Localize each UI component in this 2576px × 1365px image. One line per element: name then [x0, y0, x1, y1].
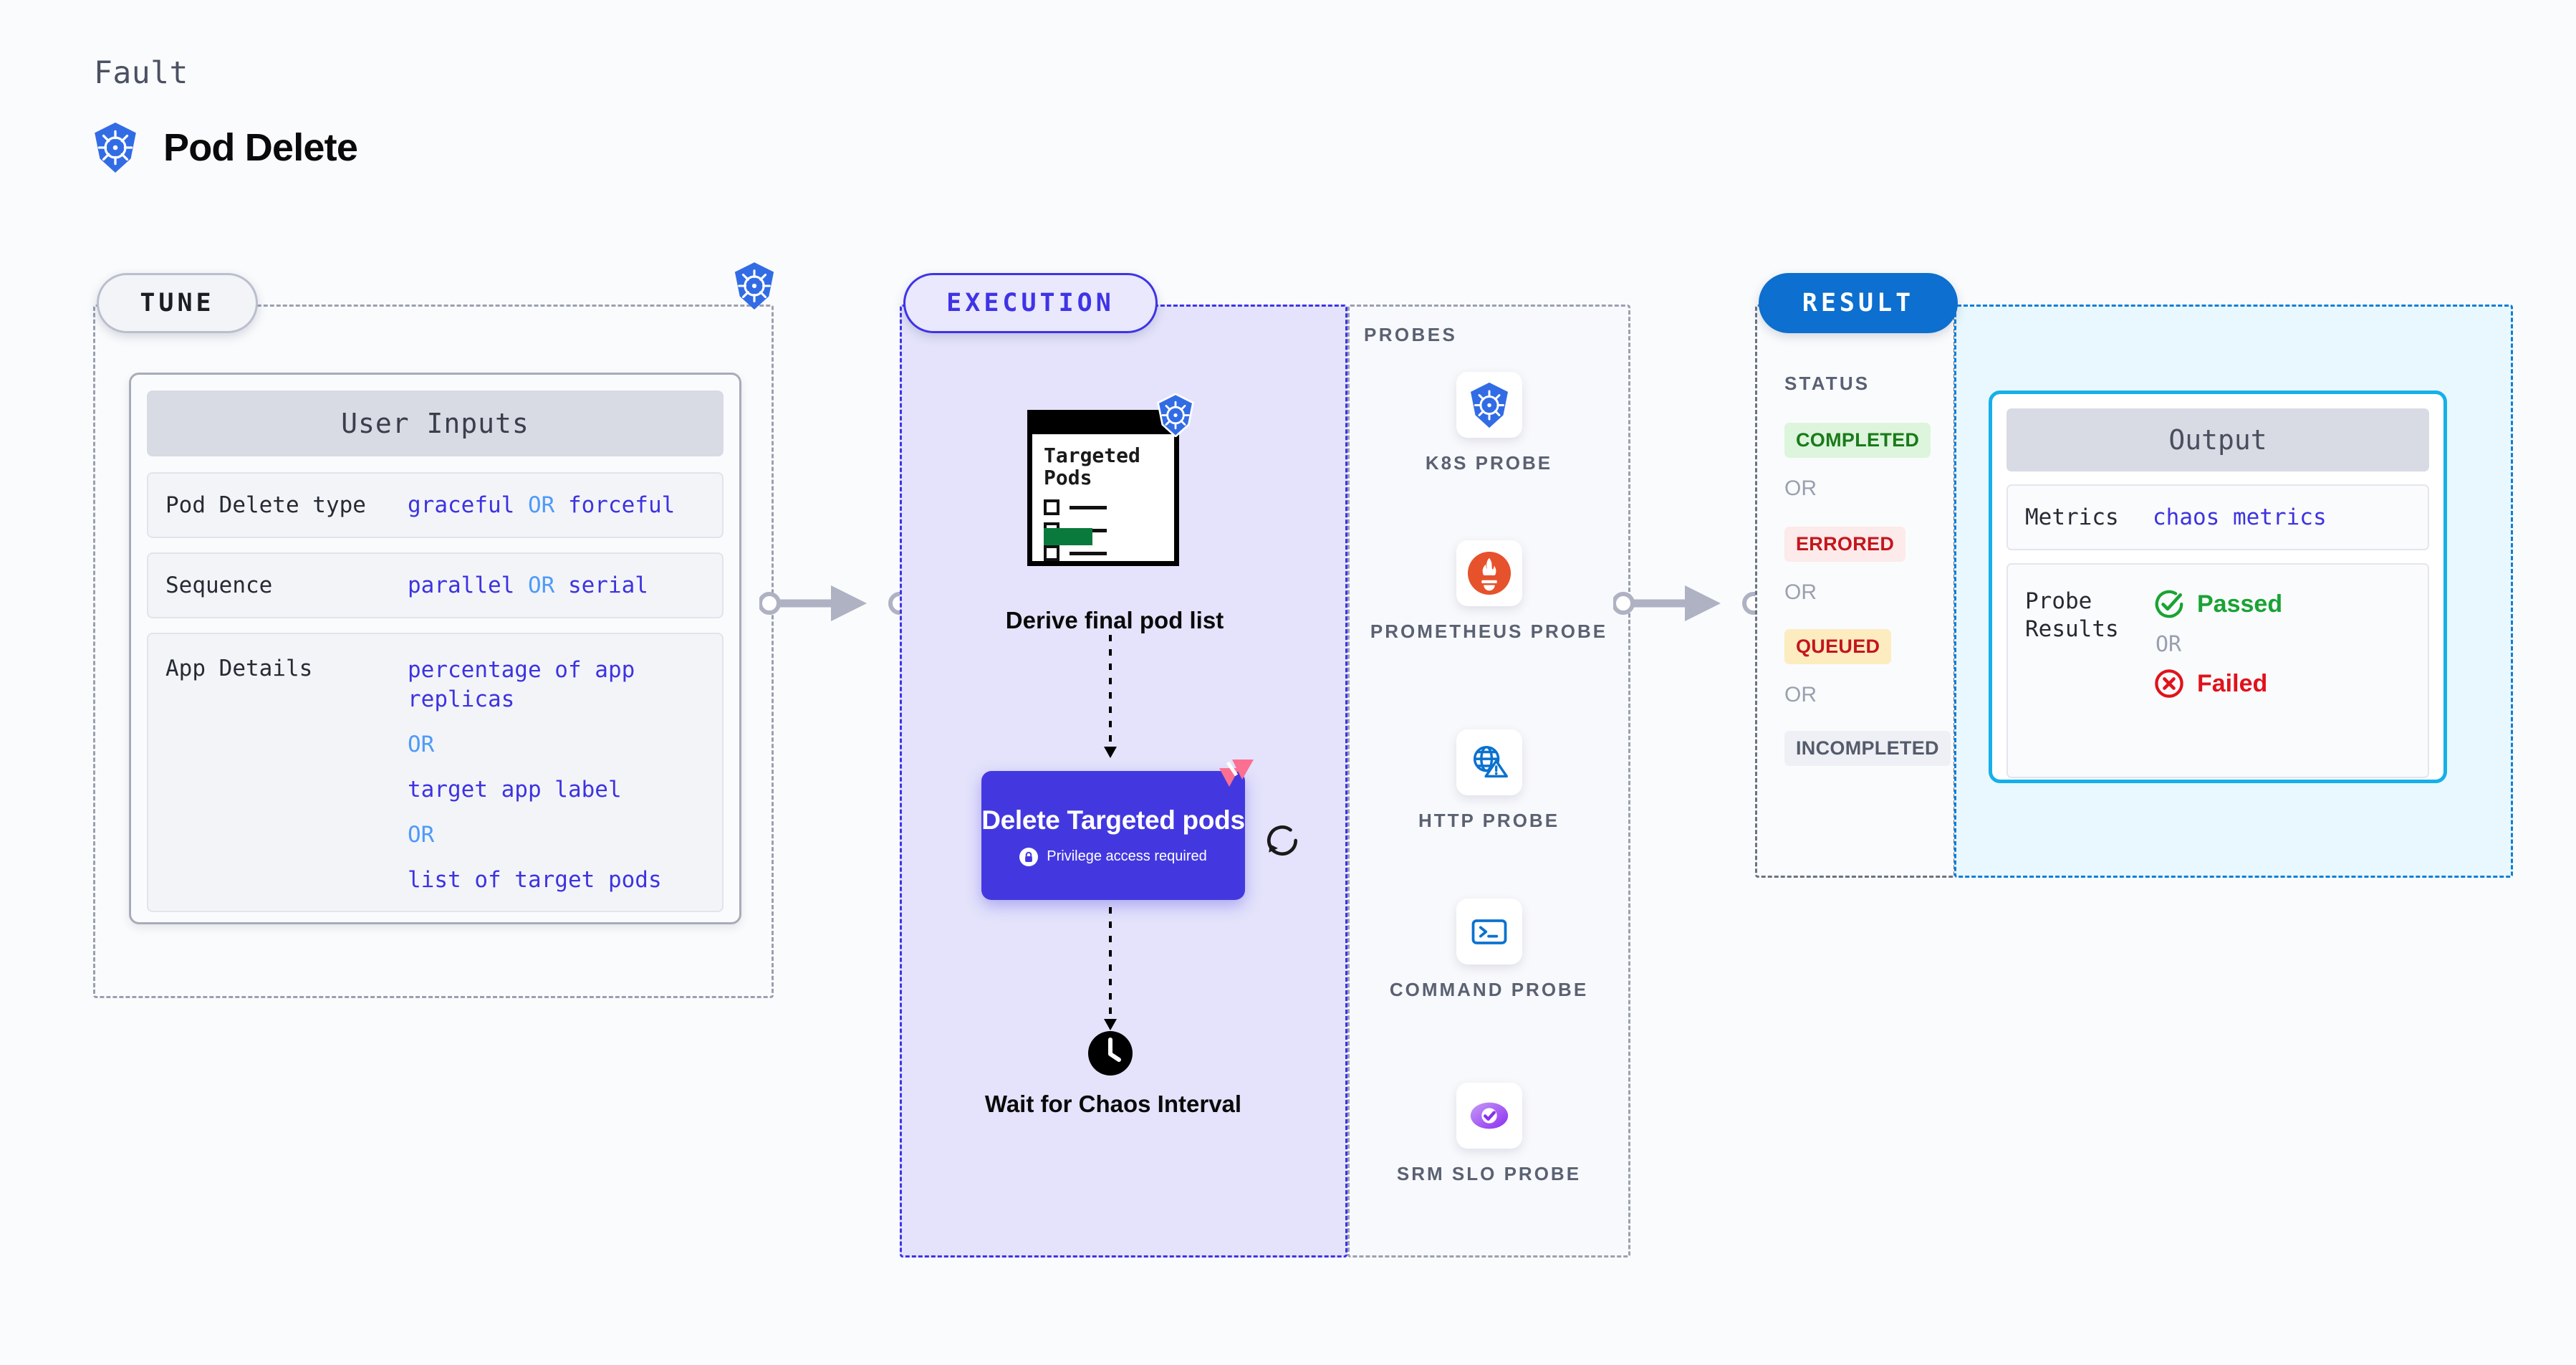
app-detail-option-3: list of target pods [408, 866, 662, 893]
targeted-pods-label: Targeted Pods [1044, 444, 1140, 489]
row-key: App Details [165, 656, 313, 681]
row-value: percentage of app replicas OR target app… [408, 656, 694, 894]
srm-slo-icon [1456, 1083, 1522, 1149]
fault-kicker: Fault [94, 55, 188, 91]
probe-item-command[interactable]: COMMAND PROBE [1347, 899, 1630, 1002]
result-pill[interactable]: RESULT [1759, 273, 1958, 333]
failed-label: Failed [2197, 669, 2268, 697]
connector-tune-to-execution [759, 585, 910, 621]
probe-result-or: OR [2156, 632, 2182, 657]
terminal-icon [1456, 899, 1522, 964]
table-row: Pod Delete type graceful OR forceful [147, 472, 724, 538]
progress-bar [1044, 528, 1092, 545]
user-inputs-card: User Inputs Pod Delete type graceful OR … [129, 373, 741, 924]
lock-icon [1019, 847, 1039, 866]
user-inputs-title: User Inputs [147, 391, 724, 456]
derive-pod-list-label: Derive final pod list [1005, 607, 1224, 633]
app-detail-option-2: target app label [408, 776, 622, 803]
row-key: Pod Delete type [165, 492, 366, 518]
row-key: Sequence [165, 573, 273, 598]
probe-results-values: Passed OR Failed [2153, 588, 2282, 700]
metrics-value: chaos metrics [2153, 504, 2327, 530]
status-badge-queued: QUEUED [1784, 629, 1892, 664]
check-circle-icon [2155, 590, 2183, 618]
row-value: graceful OR forceful [408, 492, 676, 518]
wait-chaos-interval-label: Wait for Chaos Interval [984, 1091, 1242, 1117]
delete-node-title: Delete Targeted pods [981, 805, 1245, 835]
probe-label: SRM SLO PROBE [1396, 1163, 1582, 1184]
app-detail-or-2: OR [408, 821, 435, 848]
retry-loop-icon[interactable] [1262, 820, 1302, 861]
status-or-2: OR [1784, 580, 1817, 604]
status-badge-completed: COMPLETED [1784, 423, 1931, 458]
delete-targeted-pods-node[interactable]: Delete Targeted pods Privilege access re… [981, 760, 1254, 900]
status-or-1: OR [1784, 476, 1817, 500]
tune-pill[interactable]: TUNE [97, 273, 258, 333]
probe-item-prometheus[interactable]: PROMETHEUS PROBE [1347, 540, 1630, 644]
prometheus-icon [1456, 540, 1522, 606]
metrics-key: Metrics [2025, 504, 2119, 530]
probe-label: COMMAND PROBE [1389, 979, 1589, 1000]
x-circle-icon [2155, 669, 2183, 698]
globe-warning-icon [1456, 729, 1522, 795]
probe-result-passed: Passed [2153, 588, 2282, 621]
tune-kubernetes-badge-icon [732, 262, 777, 314]
execution-pill[interactable]: EXECUTION [903, 273, 1158, 333]
result-panel-border [1755, 305, 1956, 878]
metrics-row: Metrics chaos metrics [2007, 484, 2429, 550]
derive-pod-list-node[interactable]: Targeted Pods [1027, 393, 1194, 566]
privilege-note-text: Privilege access required [1047, 848, 1207, 865]
kubernetes-icon [1155, 393, 1196, 441]
output-card-title: Output [2007, 408, 2429, 471]
table-row: Sequence parallel OR serial [147, 552, 724, 618]
kubernetes-icon [92, 122, 139, 173]
kubernetes-icon [1456, 372, 1522, 438]
page-title: Pod Delete [163, 126, 358, 169]
app-detail-option-1: percentage of app replicas [408, 657, 635, 712]
status-or-3: OR [1784, 683, 1817, 707]
privilege-note: Privilege access required [1019, 847, 1207, 866]
flow-arrow-1 [1104, 635, 1117, 758]
status-badge-errored: ERRORED [1784, 527, 1906, 562]
row-value: parallel OR serial [408, 573, 648, 598]
result-panel: RESULT [1755, 273, 1958, 878]
probes-section-label: PROBES [1364, 324, 1458, 345]
probe-item-k8s[interactable]: K8S PROBE [1347, 372, 1630, 476]
probe-item-http[interactable]: HTTP PROBE [1347, 729, 1630, 833]
probe-result-failed: Failed [2153, 667, 2282, 700]
flow-arrow-2 [1104, 907, 1117, 1030]
document-titlebar [1027, 410, 1179, 434]
checklist-item [1044, 499, 1107, 515]
connector-execution-to-result [1613, 585, 1764, 621]
app-details-row: App Details percentage of app replicas O… [147, 633, 724, 912]
harness-chaos-icon [1211, 758, 1255, 800]
status-badge-incompleted: INCOMPLETED [1784, 731, 1951, 766]
passed-label: Passed [2197, 590, 2283, 618]
probe-item-srm-slo[interactable]: SRM SLO PROBE [1347, 1083, 1630, 1187]
clock-icon [1088, 1031, 1133, 1076]
status-section-label: STATUS [1784, 373, 1870, 394]
probe-label: K8S PROBE [1425, 452, 1553, 474]
checklist-item [1044, 545, 1107, 561]
fault-header: Pod Delete [92, 122, 358, 173]
probe-label: HTTP PROBE [1418, 810, 1560, 831]
targeted-pods-document-icon: Targeted Pods [1027, 393, 1194, 566]
app-detail-or-1: OR [408, 731, 435, 757]
probe-label: PROMETHEUS PROBE [1370, 621, 1608, 642]
